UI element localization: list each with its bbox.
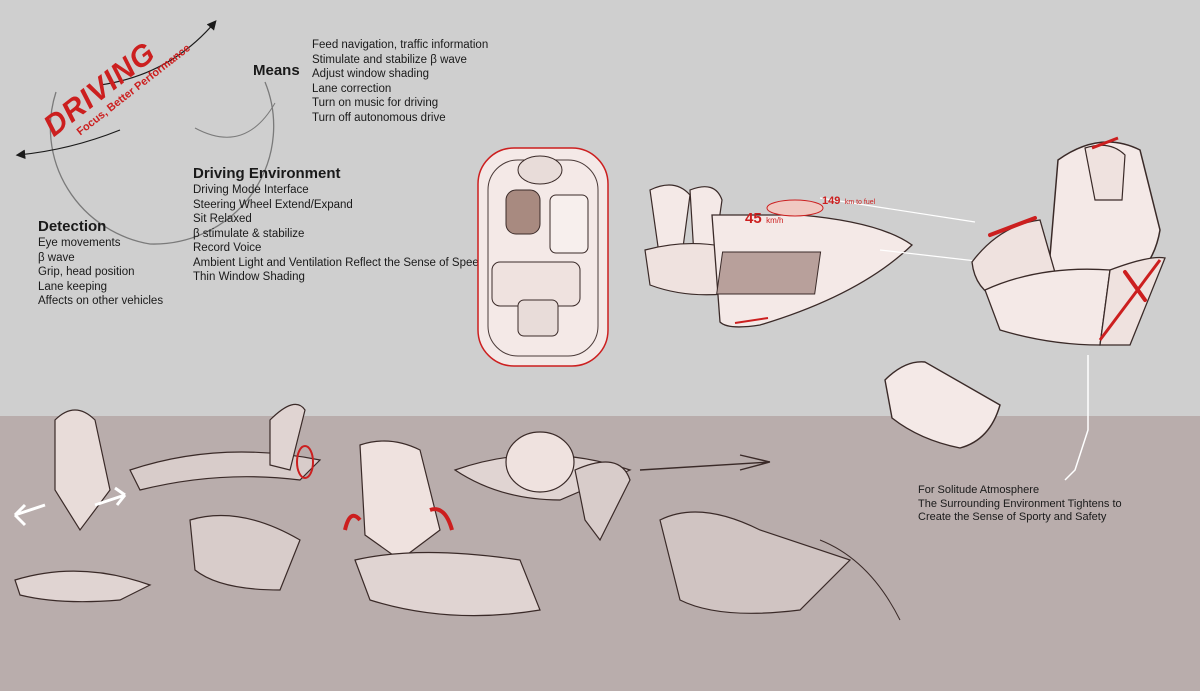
cycle-arrow-left [15, 129, 121, 160]
guide-line [1064, 355, 1089, 481]
means-item: Adjust window shading [312, 68, 429, 80]
fuel-unit: km to fuel [844, 199, 876, 206]
detection-item: Affects on other vehicles [38, 295, 164, 307]
cycle-connector [194, 102, 276, 138]
means-heading: Means [253, 62, 300, 79]
means-item: Turn off autonomous drive [312, 111, 446, 124]
environment-item: Sit Relaxed [193, 213, 252, 225]
speed-unit: km/h [766, 216, 784, 225]
fuel-value: 149 [822, 195, 841, 207]
environment-item: Driving Mode Interface [193, 184, 309, 196]
headrest-sketch [884, 361, 1001, 449]
detection-item: Lane keeping [38, 280, 108, 293]
solitude-note-line: The Surrounding Environment Tightens to [918, 497, 1122, 510]
detection-block: Detection Eye movements β wave Grip, hea… [38, 218, 163, 309]
detection-item: β wave [38, 251, 75, 264]
guide-line [879, 249, 986, 263]
fuel-readout: 149 km to fuel [822, 191, 875, 209]
seat-sketch-large [971, 136, 1166, 346]
solitude-note-line: For Solitude Atmosphere [918, 484, 1040, 496]
detection-item: Grip, head position [38, 266, 135, 278]
means-list: Feed navigation, traffic information Sti… [312, 38, 488, 125]
environment-item: Ambient Light and Ventilation Reflect th… [193, 256, 486, 269]
speed-value: 45 [745, 210, 762, 227]
means-item: Feed navigation, traffic information [312, 39, 489, 51]
driving-environment-block: Driving Environment Driving Mode Interfa… [193, 165, 485, 285]
solitude-note-line: Create the Sense of Sporty and Safety [918, 511, 1107, 523]
means-item: Turn on music for driving [312, 97, 439, 109]
environment-item: Record Voice [193, 242, 262, 254]
guide-line [819, 197, 976, 223]
cycle-arc [49, 81, 275, 245]
environment-item: Steering Wheel Extend/Expand [193, 198, 353, 211]
detection-heading: Detection [38, 218, 107, 235]
car-top-view-sketch [477, 147, 609, 367]
cycle-arrow-top [99, 20, 217, 86]
detection-item: Eye movements [38, 237, 121, 249]
means-item: Stimulate and stabilize β wave [312, 53, 467, 66]
speed-readout: 45 km/h [745, 210, 783, 228]
bottom-sketch-group [13, 403, 901, 621]
driving-environment-heading: Driving Environment [193, 165, 341, 182]
solitude-note: For Solitude Atmosphere The Surrounding … [918, 484, 1122, 525]
environment-item: Thin Window Shading [193, 271, 305, 283]
dashboard-sketch [644, 184, 914, 328]
means-item: Lane correction [312, 82, 392, 95]
environment-item: β stimulate & stabilize [193, 227, 305, 240]
